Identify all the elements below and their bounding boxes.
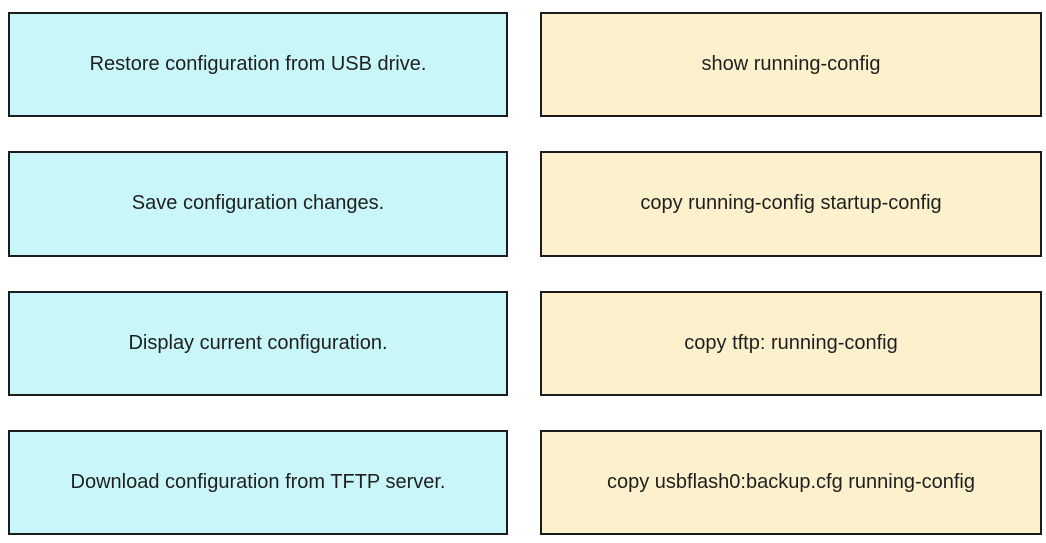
command-box-show-running-config[interactable]: show running-config <box>540 12 1042 118</box>
description-box-download-tftp[interactable]: Download configuration from TFTP server. <box>8 429 508 535</box>
command-box-copy-running-startup[interactable]: copy running-config startup-config <box>540 151 1042 257</box>
description-box-display-current[interactable]: Display current configuration. <box>8 290 508 396</box>
description-box-save-changes[interactable]: Save configuration changes. <box>8 151 508 257</box>
description-label: Download configuration from TFTP server. <box>70 470 446 493</box>
command-box-copy-tftp-running[interactable]: copy tftp: running-config <box>540 290 1042 396</box>
description-label: Save configuration changes. <box>131 192 385 215</box>
description-label: Restore configuration from USB drive. <box>89 53 427 76</box>
description-box-restore-usb[interactable]: Restore configuration from USB drive. <box>8 12 508 118</box>
command-label: copy usbflash0:backup.cfg running-config <box>606 470 975 493</box>
command-label: show running-config <box>701 53 881 76</box>
command-box-copy-usbflash-running[interactable]: copy usbflash0:backup.cfg running-config <box>540 429 1042 535</box>
command-label: copy running-config startup-config <box>640 192 942 215</box>
description-label: Display current configuration. <box>128 331 388 354</box>
matching-board: Restore configuration from USB drive. sh… <box>8 12 1042 535</box>
command-label: copy tftp: running-config <box>684 331 898 354</box>
